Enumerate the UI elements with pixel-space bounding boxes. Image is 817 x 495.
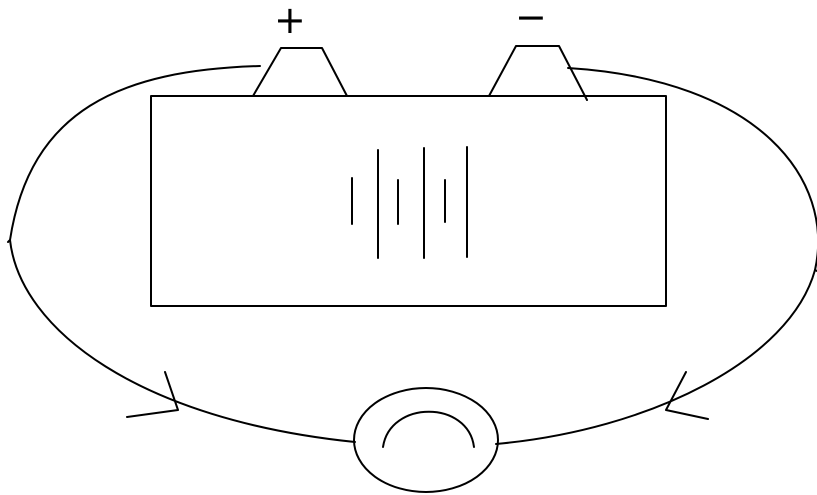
lamp-filament [382, 410, 475, 448]
negative-terminal [488, 45, 588, 101]
battery-body [150, 95, 667, 307]
positive-terminal [252, 47, 348, 97]
current-arrow-right [665, 371, 709, 420]
current-arrow-left [126, 371, 179, 418]
lamp-symbol [353, 387, 499, 493]
wire-loop [9, 65, 817, 445]
battery-cell-symbol [351, 146, 468, 259]
negative-terminal-label: − [515, 0, 547, 39]
positive-terminal-label: + [274, 0, 306, 42]
lamp-outer-circle [353, 387, 499, 493]
wire-tail-left [7, 239, 11, 243]
